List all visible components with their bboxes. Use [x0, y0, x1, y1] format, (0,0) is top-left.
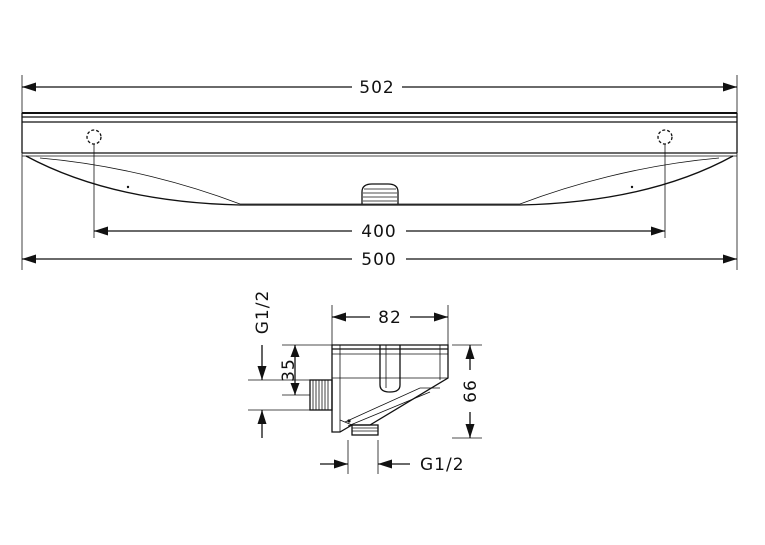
dimension-66-label: 66	[461, 379, 481, 403]
dimension-502: 502	[22, 78, 737, 98]
dimension-500: 500	[22, 250, 737, 270]
dimension-35-label: 35	[279, 358, 299, 382]
dimension-400-label: 400	[361, 222, 396, 242]
mounting-hole-right	[657, 129, 673, 145]
dimension-500-label: 500	[361, 250, 396, 270]
dimension-82-label: 82	[378, 308, 402, 328]
dimension-400: 400	[94, 222, 665, 242]
dimension-502-label: 502	[359, 78, 394, 98]
dimension-35: 35	[279, 344, 332, 396]
dimension-thread-left: G1/2	[248, 290, 310, 438]
dimension-thread-bottom: G1/2	[320, 440, 465, 475]
front-view	[21, 75, 738, 270]
dimension-82: 82	[332, 308, 448, 328]
dimension-66: 66	[452, 344, 482, 439]
dimension-thread-bottom-label: G1/2	[420, 455, 465, 475]
dimension-thread-left-label: G1/2	[253, 290, 273, 335]
mounting-hole-left	[86, 129, 102, 145]
